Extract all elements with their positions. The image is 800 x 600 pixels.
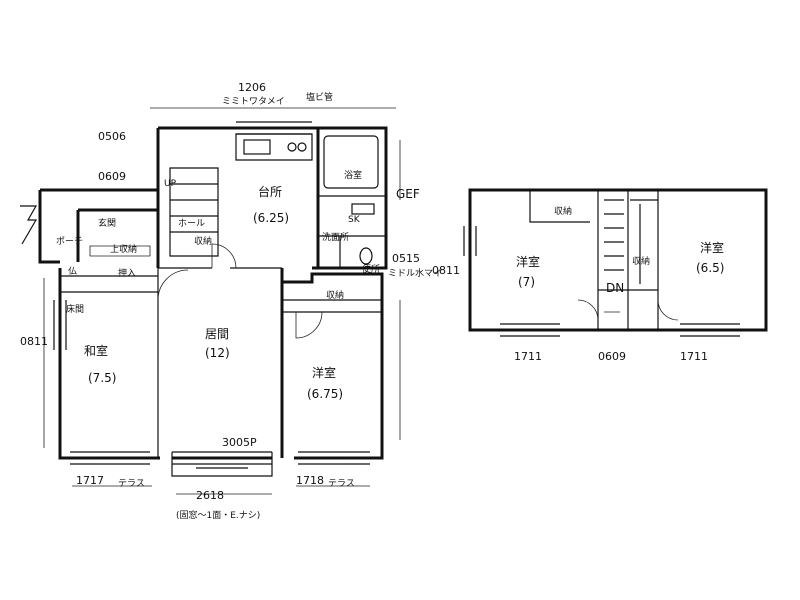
western-label: 洋室 — [312, 365, 336, 380]
floor2-partitions — [529, 190, 659, 330]
western-closet — [282, 299, 382, 313]
floor2-dim-1711-left: 1711 — [514, 350, 542, 363]
hall-storage-label: 収納 — [194, 235, 212, 247]
gef-label: GEF — [396, 187, 420, 201]
stairs-up-label: UP — [164, 179, 177, 189]
dim-3005: 3005P — [222, 436, 257, 449]
terrace-label-2: テラス — [328, 478, 355, 489]
floor1-stairs — [169, 167, 219, 257]
dim-2618-note: (固窓～1面・E.ナシ) — [176, 509, 260, 521]
living-door — [211, 243, 237, 269]
oshiire-label-1: 押入 — [118, 267, 136, 279]
living-size: (12) — [205, 346, 230, 360]
getabako — [89, 245, 151, 257]
dim-1206: 1206 — [238, 81, 266, 94]
floor2-window-side — [463, 226, 477, 256]
dim-0609: 0609 — [98, 170, 126, 183]
floor2-room2-size: (6.5) — [696, 261, 724, 275]
floor1-plan — [20, 107, 401, 495]
dim-1206-note: ミミトワタメイ — [222, 96, 285, 107]
dim-0515: 0515 — [392, 252, 420, 265]
dim-0515-note: ミドル水マイ — [388, 267, 442, 279]
washitsu-wall — [60, 268, 159, 458]
window-2618 — [171, 451, 273, 477]
dim-1718: 1718 — [296, 474, 324, 487]
window-0811-left — [53, 300, 67, 350]
floor2-storage2-label: 収納 — [632, 255, 650, 267]
sk-label: SK — [348, 215, 361, 225]
living-label: 居間 — [205, 327, 229, 341]
floor1-upper-wall — [156, 126, 388, 270]
entrance-storage-label: 上収納 — [110, 243, 137, 255]
floor2-room2-label: 洋室 — [700, 240, 724, 255]
kitchen-size: (6.25) — [253, 211, 289, 225]
western-size: (6.75) — [307, 387, 343, 401]
butsu-label: 仏 — [68, 266, 77, 277]
floor2-window-right — [680, 323, 740, 337]
porch-hatch — [20, 205, 38, 245]
floor2-storage1-label: 収納 — [554, 205, 572, 217]
hall-label: ホール — [178, 218, 205, 229]
floor2-dim-1711-right: 1711 — [680, 350, 708, 363]
washitsu-size: (7.5) — [88, 371, 116, 385]
dim-1717: 1717 — [76, 474, 104, 487]
terrace-label-1: テラス — [118, 478, 145, 489]
floor2-room1-label: 洋室 — [516, 254, 540, 269]
bath-label: 浴室 — [344, 169, 362, 181]
top-note: 塩ビ管 — [306, 91, 333, 103]
porch-label: ポーチ — [56, 236, 83, 247]
floor2-dim-0811: 0811 — [432, 264, 460, 277]
floor2-exterior-wall — [468, 188, 768, 332]
senmen-label: 洗面所 — [322, 231, 349, 243]
kitchen-label: 台所 — [258, 184, 282, 199]
bath-partition — [318, 195, 386, 268]
floor2-dim-0609: 0609 — [598, 350, 626, 363]
bathtub — [323, 135, 379, 189]
washitsu-label: 和室 — [84, 343, 108, 358]
floor2-window-left — [500, 323, 560, 337]
dim-0506: 0506 — [98, 130, 126, 143]
stove-burner-2 — [297, 142, 307, 152]
floor2-plan — [463, 188, 768, 337]
stove-burner-1 — [287, 142, 297, 152]
toilet-fixture — [359, 247, 373, 265]
washbasin — [351, 203, 375, 215]
entrance-wall — [38, 188, 158, 264]
kitchen-counter — [235, 133, 313, 161]
window-1717 — [70, 451, 150, 465]
floor2-room1-size: (7) — [518, 275, 535, 289]
entrance-label: 玄関 — [98, 217, 116, 229]
dim-2618: 2618 — [196, 489, 224, 502]
dim-lines-floor1 — [43, 107, 401, 495]
western-storage-label: 収納 — [326, 289, 344, 301]
floor1-exterior-wall — [58, 268, 384, 460]
dim-0811: 0811 — [20, 335, 48, 348]
window-1206 — [236, 121, 312, 135]
window-1718 — [298, 451, 370, 465]
toilet-label: 便所 — [362, 263, 380, 275]
floor2-stairs — [604, 199, 624, 271]
floor2-stairs-dn-label: DN — [606, 281, 624, 295]
washitsu-door — [157, 269, 189, 301]
kitchen-sink — [243, 139, 271, 155]
tokonoma-label: 床間 — [66, 303, 84, 315]
floor2-doors — [577, 299, 679, 321]
western-door — [295, 311, 323, 339]
